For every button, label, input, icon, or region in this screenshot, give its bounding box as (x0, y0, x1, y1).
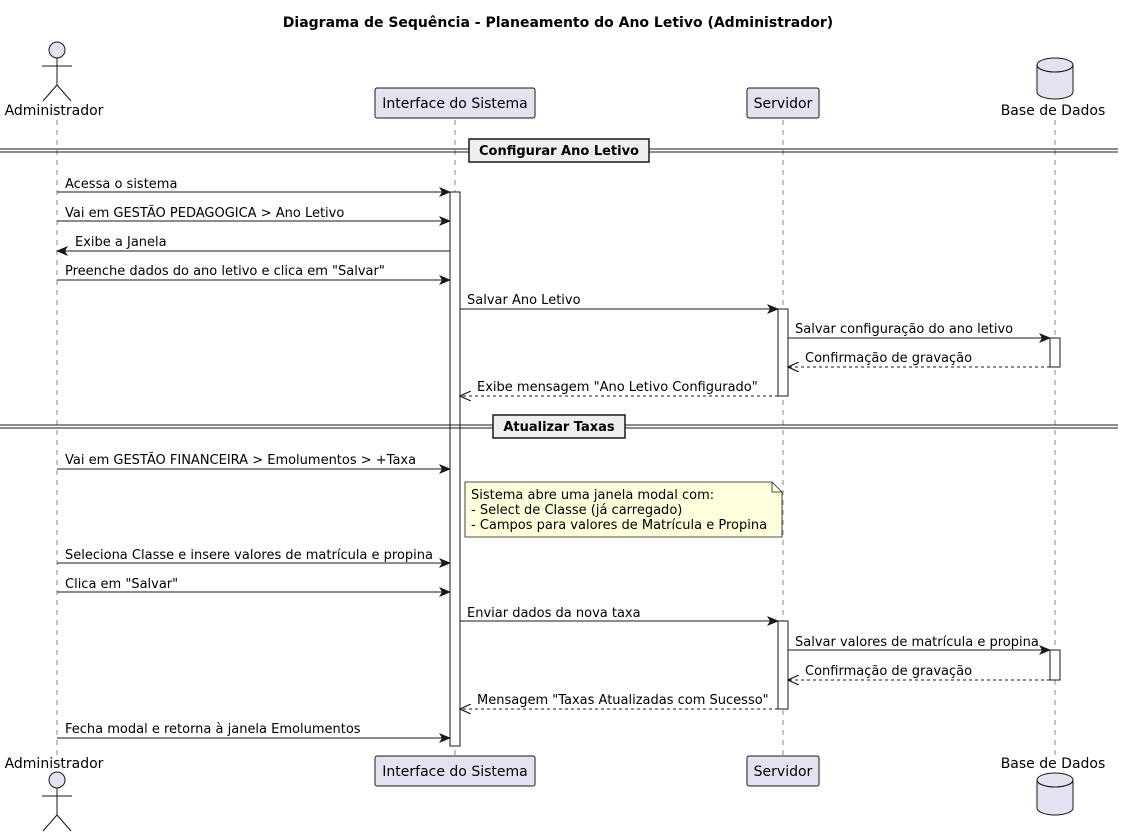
actor-icon (42, 771, 72, 832)
participant-admin-label-bottom: Administrador (5, 756, 104, 772)
diagram-title: Diagrama de Sequência - Planeamento do A… (283, 15, 833, 31)
database-icon (1036, 57, 1074, 100)
divider-label: Atualizar Taxas (503, 420, 615, 435)
database-icon (1036, 772, 1074, 816)
note-line: - Campos para valores de Matrícula e Pro… (471, 518, 767, 533)
participant-ui-box-bottom (374, 755, 536, 787)
message-label: Acessa o sistema (65, 177, 177, 192)
participant-server-label-bottom: Servidor (754, 764, 813, 780)
participant-ui-box-top (374, 87, 536, 119)
participants-bottom: Administrador Interface do Sistema Servi… (5, 755, 1106, 832)
message-label: Fecha modal e retorna à janela Emolument… (65, 722, 361, 737)
divider-taxas: Atualizar Taxas (0, 414, 1118, 439)
activation-ui (449, 191, 461, 747)
message-label: Preenche dados do ano letivo e clica em … (65, 264, 385, 279)
activation-db-2 (1049, 649, 1061, 681)
message-label: Confirmação de gravação (805, 351, 972, 366)
participant-admin-label-top: Administrador (5, 103, 104, 119)
message-label: Salvar Ano Letivo (467, 293, 581, 308)
message-label: Clica em "Salvar" (65, 577, 178, 592)
divider-configurar: Configurar Ano Letivo (0, 138, 1118, 163)
participant-server-box-top (746, 87, 820, 119)
message-label: Confirmação de gravação (805, 664, 972, 679)
message-label: Enviar dados da nova taxa (467, 606, 641, 621)
activation-db-1 (1049, 337, 1061, 368)
message-label: Mensagem "Taxas Atualizadas com Sucesso" (477, 693, 769, 708)
participant-db-label-top: Base de Dados (1001, 103, 1106, 119)
note-line: - Select de Classe (já carregado) (471, 503, 682, 518)
message-label: Salvar valores de matrícula e propina (795, 635, 1039, 650)
participant-server-box-bottom (746, 755, 820, 787)
note: Sistema abre uma janela modal com: - Sel… (464, 481, 783, 538)
messages: Acessa o sistema Vai em GESTÃO PEDAGOGIC… (56, 177, 1051, 743)
participant-server-label-top: Servidor (754, 96, 813, 112)
message-label: Seleciona Classe e insere valores de mat… (65, 548, 433, 563)
message-label: Exibe mensagem "Ano Letivo Configurado" (477, 380, 758, 395)
activation-server-2 (777, 620, 789, 710)
message-label: Salvar configuração do ano letivo (795, 322, 1013, 337)
participant-ui-label-bottom: Interface do Sistema (382, 764, 527, 780)
activation-server-1 (777, 308, 789, 397)
participant-db-label-bottom: Base de Dados (1001, 756, 1106, 772)
activations (449, 191, 1061, 747)
participants-top: Administrador Interface do Sistema Servi… (5, 41, 1106, 119)
message-label: Vai em GESTÃO PEDAGOGICA > Ano Letivo (65, 205, 344, 221)
divider-label: Configurar Ano Letivo (479, 144, 639, 159)
note-line: Sistema abre uma janela modal com: (471, 488, 714, 503)
message-label: Exibe a Janela (75, 235, 167, 250)
message-label: Vai em GESTÃO FINANCEIRA > Emolumentos >… (65, 452, 416, 468)
participant-ui-label-top: Interface do Sistema (382, 96, 527, 112)
actor-icon (42, 41, 72, 102)
